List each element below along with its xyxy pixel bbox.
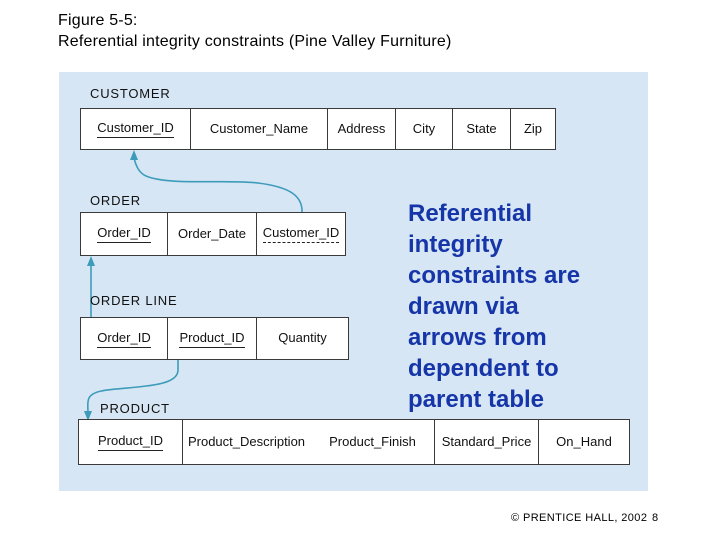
table-name-order: ORDER xyxy=(90,193,141,208)
field-label: Quantity xyxy=(278,330,327,345)
field-label: Zip xyxy=(523,120,543,136)
table-order-line: Order_ID Product_ID Quantity xyxy=(80,317,349,360)
note-line: Referential xyxy=(408,200,533,227)
arrowhead-orderline-to-order xyxy=(87,256,95,266)
note-line: drawn via xyxy=(408,293,519,320)
column-order-date: Order_Date xyxy=(168,213,257,255)
figure-caption: Referential integrity constraints (Pine … xyxy=(58,33,452,50)
column-order-id: Order_ID xyxy=(81,318,168,359)
table-product: Product_ID Product_Description Product_Fin… xyxy=(78,419,630,465)
figure-number: Figure 5-5: xyxy=(58,12,138,29)
column-product-description: Product_Description xyxy=(183,420,311,464)
note-line: arrows from xyxy=(408,324,547,351)
field-label: City xyxy=(412,120,436,136)
relationship-arrows xyxy=(84,150,303,421)
note-line: parent table xyxy=(408,386,545,413)
arrow-order-to-customer xyxy=(133,157,303,214)
table-name-product: PRODUCT xyxy=(100,401,170,416)
table-order: Order_ID Order_Date Customer_ID xyxy=(80,212,346,256)
field-label: State xyxy=(466,120,497,136)
note-line: integrity xyxy=(408,231,503,258)
note-line: constraints are xyxy=(408,262,581,289)
field-label: Product_ID xyxy=(179,330,245,348)
slide-title: Figure 5-5: Referential integrity constr… xyxy=(58,10,452,52)
field-label: Address xyxy=(337,120,386,136)
field-label: Customer_ID xyxy=(262,225,340,243)
column-state: State xyxy=(453,109,511,149)
arrow-orderline-to-product xyxy=(86,357,179,414)
field-label: Order_ID xyxy=(97,330,151,348)
column-zip: Zip xyxy=(511,109,555,149)
field-label: Customer_ID xyxy=(97,120,174,138)
field-label: Product_Description xyxy=(187,433,306,449)
table-name-customer: CUSTOMER xyxy=(90,86,171,101)
column-customer-name: Customer_Name xyxy=(191,109,328,149)
annotation-text: Referential integrity constraints are drawn… xyxy=(408,198,580,415)
table-customer: Customer_ID Customer_Name Address City State… xyxy=(80,108,556,150)
column-on-hand: On_Hand xyxy=(539,420,629,464)
column-order-id: Order_ID xyxy=(81,213,168,255)
column-quantity: Quantity xyxy=(257,318,348,359)
column-product-finish: Product_Finish xyxy=(311,420,435,464)
note-line: dependent to xyxy=(408,355,559,382)
column-address: Address xyxy=(328,109,396,149)
column-product-id: Product_ID xyxy=(79,420,183,464)
field-label: Customer_Name xyxy=(209,120,309,136)
arrowhead-order-to-customer xyxy=(130,150,138,160)
page-number: 8 xyxy=(652,512,659,524)
column-customer-id: Customer_ID xyxy=(257,213,345,255)
column-city: City xyxy=(396,109,453,149)
field-label: Standard_Price xyxy=(441,433,532,449)
field-label: Product_ID xyxy=(97,433,164,451)
column-product-id: Product_ID xyxy=(168,318,257,359)
table-name-order-line: ORDER LINE xyxy=(90,293,178,308)
arrowhead-orderline-to-product xyxy=(84,411,92,421)
copyright-text: © PRENTICE HALL, 2002 xyxy=(511,512,648,524)
field-label: Order_ID xyxy=(97,225,151,243)
field-label: On_Hand xyxy=(556,433,612,449)
field-label: Order_Date xyxy=(178,225,246,241)
column-standard-price: Standard_Price xyxy=(435,420,539,464)
column-customer-id: Customer_ID xyxy=(81,109,191,149)
field-label: Product_Finish xyxy=(329,433,416,449)
